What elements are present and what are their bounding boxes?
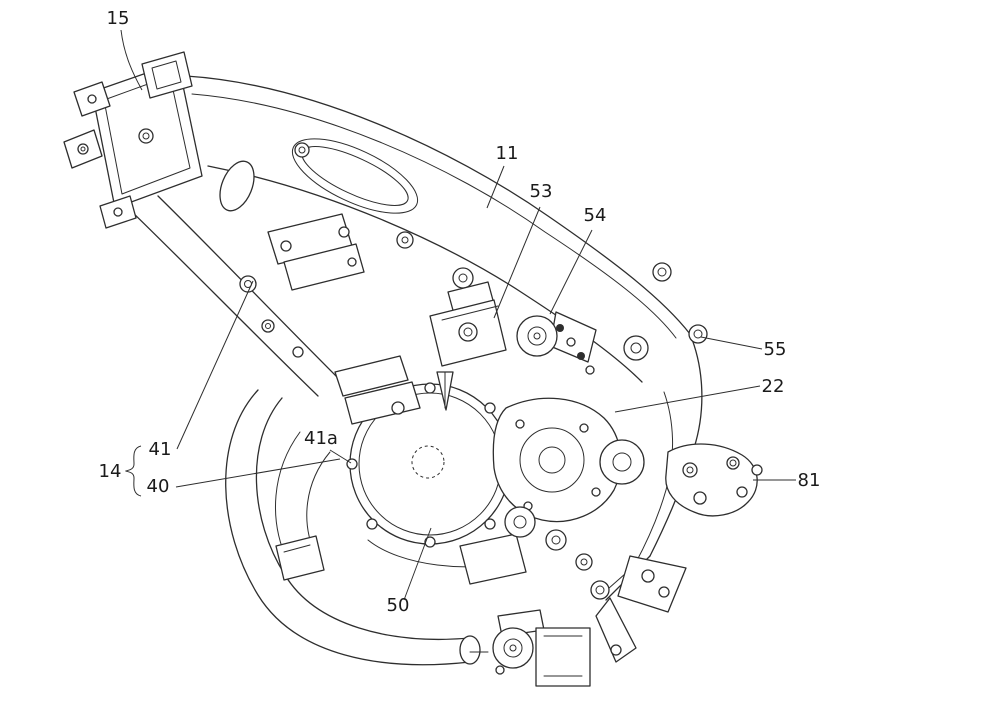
leader-line-41 — [176, 280, 254, 450]
rear-bracket — [665, 443, 763, 517]
ref-label-41: 41 — [149, 439, 172, 460]
ref-label-41a: 41a — [304, 428, 338, 449]
leader-line-22 — [614, 385, 761, 413]
leader-line-54 — [549, 229, 593, 315]
leader-line-55 — [700, 336, 763, 350]
brace-14 — [124, 445, 142, 497]
ref-label-81: 81 — [798, 470, 821, 491]
leader-line-53 — [493, 206, 541, 319]
leader-line-40 — [175, 458, 341, 488]
ref-label-40: 40 — [147, 476, 170, 497]
ref-label-14: 14 — [99, 461, 122, 482]
leader-line-50 — [403, 527, 432, 601]
ref-label-50: 50 — [387, 595, 410, 616]
ref-label-15: 15 — [107, 8, 130, 29]
frame — [125, 75, 708, 663]
ref-label-11: 11 — [496, 143, 519, 164]
ref-label-54: 54 — [584, 205, 607, 226]
ref-label-55: 55 — [764, 339, 787, 360]
ref-label-53: 53 — [530, 181, 553, 202]
exhaust-pipes — [225, 389, 489, 666]
bottom-pump-unit — [492, 609, 591, 687]
engine — [334, 281, 645, 600]
leader-line-15 — [120, 29, 143, 91]
leader-line-11 — [486, 165, 505, 209]
ref-label-22: 22 — [762, 376, 785, 397]
leader-line-41a — [329, 449, 352, 464]
reference-labels: 15 11 53 54 55 22 81 41 14 40 41a 50 — [99, 8, 821, 616]
steering-head — [63, 51, 203, 229]
leader-lines — [120, 29, 796, 601]
